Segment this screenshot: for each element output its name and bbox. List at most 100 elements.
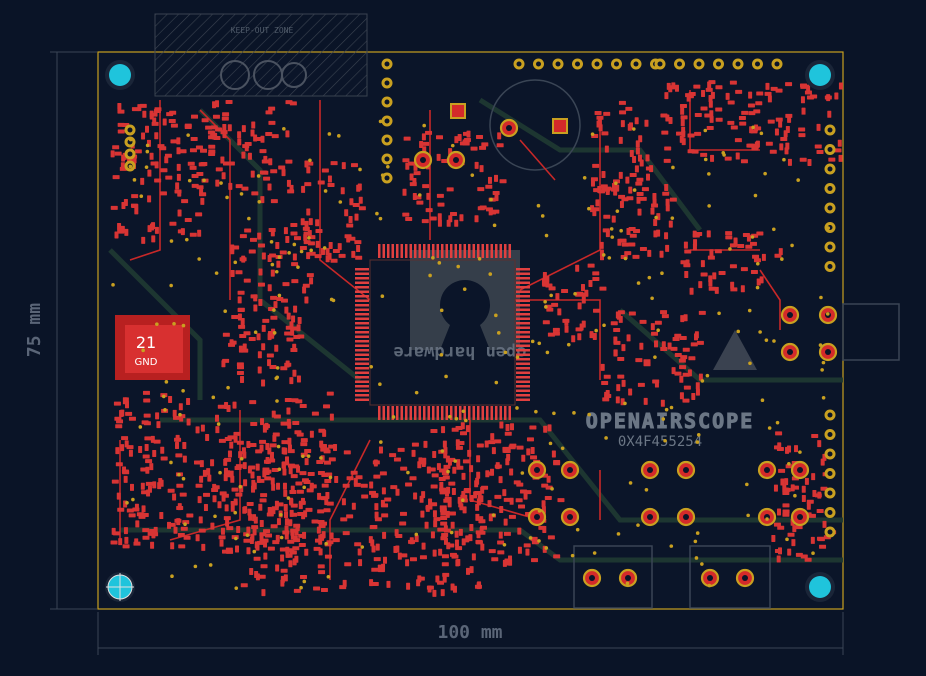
smd-pad	[138, 514, 146, 519]
via	[753, 193, 758, 198]
smd-pad	[644, 119, 649, 127]
chip-pin	[409, 406, 412, 420]
chip-pin	[516, 322, 530, 325]
via	[358, 167, 362, 172]
via	[269, 240, 274, 244]
via	[811, 551, 815, 556]
smd-pad	[440, 511, 448, 516]
smd-pad	[604, 145, 609, 153]
smd-pad	[580, 283, 585, 291]
via	[257, 199, 262, 204]
via	[218, 470, 222, 475]
smd-pad	[442, 575, 447, 583]
via	[193, 564, 198, 569]
header-pin-top-a-hole	[594, 61, 600, 67]
smd-pad	[445, 510, 450, 518]
via	[177, 472, 181, 477]
smd-pad	[369, 481, 374, 489]
chip-net-label: GND	[135, 357, 158, 368]
smd-pad	[421, 133, 426, 141]
via	[537, 341, 542, 346]
through-hole-drill	[707, 575, 713, 581]
smd-pad	[730, 281, 735, 289]
smd-pad	[319, 440, 324, 448]
smd-pad	[469, 566, 474, 574]
via	[489, 197, 493, 202]
via	[128, 164, 133, 169]
smd-pad	[317, 519, 325, 524]
smd-pad	[505, 424, 510, 432]
smd-pad	[215, 127, 223, 132]
smd-pad	[343, 450, 351, 455]
smd-pad	[426, 585, 434, 590]
smd-pad	[422, 184, 430, 189]
via	[819, 295, 823, 300]
smd-pad	[508, 445, 516, 450]
chip-pin	[409, 244, 412, 258]
smd-pad	[691, 149, 699, 154]
smd-pad	[792, 525, 797, 533]
chip-pin	[355, 335, 369, 338]
smd-pad	[698, 310, 706, 315]
smd-pad	[168, 395, 173, 403]
via	[821, 395, 826, 400]
smd-pad	[283, 574, 288, 582]
smd-pad	[497, 132, 502, 140]
smd-pad	[637, 208, 642, 216]
smd-pad	[450, 211, 458, 216]
smd-pad	[151, 235, 156, 243]
chip-pin	[355, 326, 369, 329]
smd-pad	[747, 103, 755, 108]
smd-pad	[167, 488, 175, 493]
smd-pad	[329, 532, 334, 540]
smd-pad	[355, 255, 363, 260]
via	[614, 181, 618, 186]
smd-pad	[284, 511, 289, 519]
via	[623, 256, 628, 261]
smd-pad	[197, 229, 202, 237]
via	[449, 530, 454, 535]
smd-pad	[218, 438, 226, 443]
smd-pad	[261, 159, 269, 164]
smd-pad	[761, 253, 766, 261]
smd-pad	[232, 245, 240, 250]
smd-pad	[349, 198, 354, 206]
smd-pad	[291, 398, 299, 403]
smd-pad	[430, 484, 438, 489]
header-pin-right-a-hole	[827, 205, 833, 211]
smd-pad	[293, 588, 301, 593]
chip-pin	[454, 244, 457, 258]
smd-pad	[499, 179, 507, 184]
smd-pad	[454, 539, 459, 547]
smd-pad	[285, 546, 290, 554]
smd-pad	[326, 501, 334, 506]
smd-pad	[115, 462, 123, 467]
smd-pad	[661, 130, 669, 135]
smd-pad	[475, 513, 480, 521]
smd-pad	[779, 143, 784, 151]
smd-pad	[195, 212, 203, 217]
smd-pad	[314, 538, 322, 543]
via	[275, 375, 280, 380]
chip-pin	[355, 367, 369, 370]
smd-pad	[238, 451, 243, 459]
via	[772, 339, 776, 343]
smd-pad	[649, 165, 654, 173]
header-pin-right-b-hole	[827, 432, 833, 437]
smd-pad	[637, 382, 645, 387]
smd-pad	[317, 509, 325, 514]
smd-pad	[208, 144, 216, 149]
smd-pad	[806, 84, 811, 92]
smd-pad	[304, 548, 309, 556]
through-hole-drill	[567, 514, 573, 520]
smd-pad	[816, 536, 824, 541]
smd-pad	[683, 314, 688, 322]
smd-pad	[252, 514, 257, 522]
smd-pad	[787, 532, 795, 537]
smd-pad	[146, 489, 151, 497]
smd-pad	[233, 498, 238, 506]
smd-pad	[257, 478, 265, 483]
chip-pin	[450, 406, 453, 420]
smd-pad	[502, 489, 507, 497]
smd-pad	[737, 244, 745, 249]
